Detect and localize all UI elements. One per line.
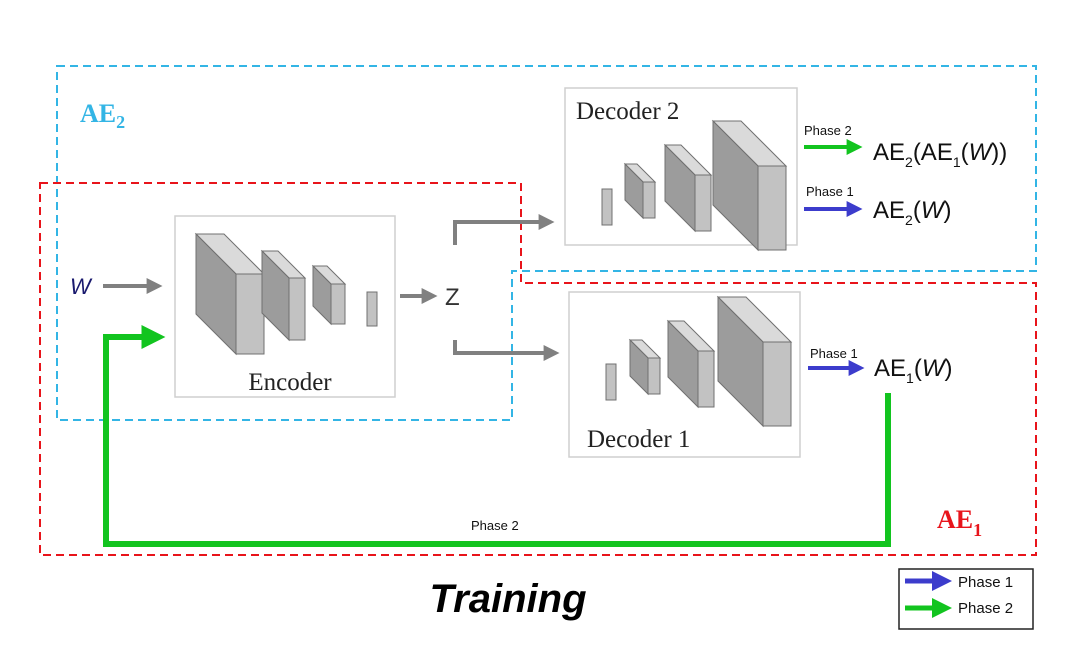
dec2-phase2-w: W xyxy=(969,139,994,166)
dec2-phase2-post: )) xyxy=(991,139,1007,166)
dec1-phase1-w: W xyxy=(922,355,947,382)
dec2-phase2-sub2: 1 xyxy=(953,154,961,170)
legend-phase2-label: Phase 2 xyxy=(958,600,1013,617)
decoder2-layer-1 xyxy=(601,188,613,226)
ae2-label-sub: 2 xyxy=(116,112,125,132)
encoder-block: Encoder xyxy=(174,215,396,398)
dec1-phase1-ae: AE xyxy=(874,355,906,382)
ae2-label: AE2 xyxy=(80,99,125,132)
z-to-decoder1-arrow xyxy=(453,340,560,361)
decoder1-layer-3 xyxy=(666,319,716,409)
ae2-label-main: AE xyxy=(80,99,116,128)
decoder1-layers xyxy=(605,295,793,428)
legend-phase1-label: Phase 1 xyxy=(958,574,1013,591)
encoder-layers xyxy=(194,232,378,356)
encoder-label: Encoder xyxy=(248,369,332,396)
ae1-label-sub: 1 xyxy=(973,520,982,540)
decoder1-block: Decoder 1 xyxy=(568,291,801,458)
ae1-region-border xyxy=(39,182,1037,556)
z-to-decoder2-arrow xyxy=(453,214,555,245)
dec2-phase1-w: W xyxy=(921,197,946,224)
decoder1-layer-2 xyxy=(628,338,662,396)
encoder-layer-4 xyxy=(366,291,378,327)
decoder1-layer-4 xyxy=(716,295,793,428)
dec1-phase1-arrow-label: Phase 1 xyxy=(810,346,858,361)
ae1-label: AE1 xyxy=(937,505,982,540)
dec1-phase1-paren: ( xyxy=(914,355,922,382)
dec2-phase1-paren: ( xyxy=(913,197,921,224)
dec2-phase2-ae: AE xyxy=(873,139,905,166)
decoder1-layer-1 xyxy=(605,363,617,401)
latent-z-label: Z xyxy=(445,284,460,311)
dec2-phase2-paren: ( xyxy=(961,139,969,166)
encoder-layer-2 xyxy=(260,249,307,342)
decoder1-label: Decoder 1 xyxy=(587,426,690,453)
decoder2-layer-2 xyxy=(623,162,657,220)
decoder2-block: Decoder 2 xyxy=(564,87,798,252)
decoder2-layer-3 xyxy=(663,143,713,233)
decoder2-layers xyxy=(601,119,788,252)
dec1-phase1-sub1: 1 xyxy=(906,370,914,386)
dec2-phase2-output: AE2(AE1(W)) xyxy=(873,139,1007,170)
dec1-phase1-output: AE1(W) xyxy=(874,355,952,386)
phase2-feedback-label: Phase 2 xyxy=(471,518,519,533)
dec2-phase1-arrow-label: Phase 1 xyxy=(806,184,854,199)
encoder-layer-3 xyxy=(311,264,347,326)
ae1-label-main: AE xyxy=(937,505,973,534)
dec2-phase2-sub1: 2 xyxy=(905,154,913,170)
training-title: Training xyxy=(429,577,586,621)
decoder2-label: Decoder 2 xyxy=(576,98,679,125)
legend-box xyxy=(898,568,1034,630)
dec1-phase1-post: ) xyxy=(944,355,952,382)
dec2-phase1-ae: AE xyxy=(873,197,905,224)
phase2-feedback-arrow xyxy=(103,325,891,547)
input-w-label: W xyxy=(70,274,93,299)
dec2-phase2-mid: (AE xyxy=(913,139,953,166)
dec2-phase1-post: ) xyxy=(943,197,951,224)
dec2-phase1-sub1: 2 xyxy=(905,212,913,228)
legend: Phase 1 Phase 2 xyxy=(898,568,1034,630)
decoder2-layer-4 xyxy=(711,119,788,252)
dec2-phase2-arrow-label: Phase 2 xyxy=(804,123,852,138)
ae2-region-border xyxy=(56,65,1037,421)
dec2-phase1-output: AE2(W) xyxy=(873,197,951,228)
